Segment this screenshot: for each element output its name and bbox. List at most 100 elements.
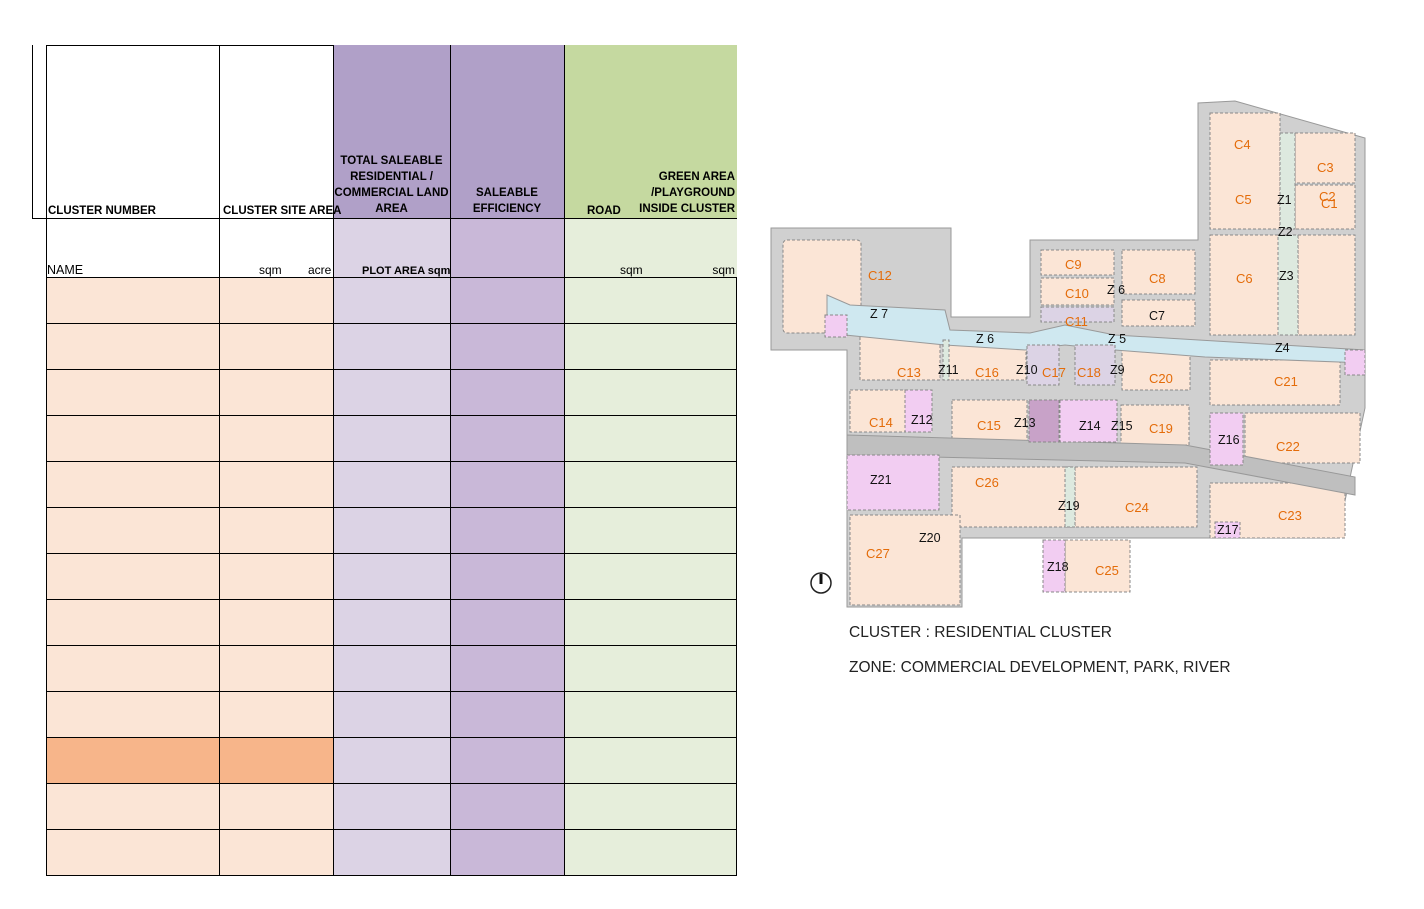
- table-cell-bg: [46, 324, 219, 370]
- table-cell-bg: [450, 554, 564, 600]
- map-label-c9: C9: [1065, 257, 1082, 272]
- map-label-c7: C7: [1149, 309, 1165, 323]
- map-label-c10: C10: [1065, 286, 1089, 301]
- table-row: CLUSTER 11 (Mixed Use)7,3931.837,393100.…: [46, 738, 737, 784]
- table-cell-bg: [333, 278, 450, 324]
- table-cell-bg: [46, 600, 219, 646]
- map-label-c4: C4: [1234, 137, 1251, 152]
- table-cell-bg: [564, 508, 737, 554]
- map-label-c27: C27: [866, 546, 890, 561]
- map-label-z5: Z 5: [1108, 332, 1126, 346]
- row-rule: [46, 645, 737, 646]
- table-row: CLUSTER 910,1342.506,97768.85%2,973184: [46, 646, 737, 692]
- row-rule: [46, 461, 737, 462]
- map-label-c15: C15: [977, 418, 1001, 433]
- map-label-c8-visible: C8: [1149, 271, 1166, 286]
- table-cell-bg: [564, 646, 737, 692]
- table-cell-bg: [450, 324, 564, 370]
- table-cell-bg: [564, 370, 737, 416]
- table-row: CLUSTER 528,2416.9819,18967.95%7,7201,33…: [46, 462, 737, 508]
- row-rule: [46, 369, 737, 370]
- map-label-z6-upper: Z 6: [1107, 283, 1125, 297]
- units-row: NAME sqm acre PLOT AREA sqm sqm sqm: [46, 219, 737, 278]
- table-row: CLUSTER 820,1494.9813,87968.88%5,583687: [46, 600, 737, 646]
- map-label-z16: Z16: [1218, 433, 1240, 447]
- header-total-saleable-line: RESIDENTIAL /: [350, 171, 433, 183]
- table-cell-bg: [450, 600, 564, 646]
- table-cell-bg: [46, 554, 219, 600]
- table-left-rule: [32, 45, 33, 218]
- table-cell-bg: [564, 278, 737, 324]
- table-cell-bg: [450, 738, 564, 784]
- map-label-z20: Z20: [919, 531, 941, 545]
- row-rule: [46, 829, 737, 830]
- commercial-zones: [824, 314, 1366, 593]
- table-cell-bg: [219, 830, 333, 876]
- map-label-z19: Z19: [1058, 499, 1080, 513]
- table-cell-bg: [219, 692, 333, 738]
- map-label-z21: Z21: [870, 473, 892, 487]
- table-cell-bg: [333, 830, 450, 876]
- map-label-z12: Z12: [911, 413, 933, 427]
- header-total-saleable-line: COMMERCIAL LAND: [334, 187, 449, 199]
- row-rule: [46, 323, 737, 324]
- header-saleable-efficiency: SALEABLE EFFICIENCY: [450, 185, 564, 217]
- header-green-line: INSIDE CLUSTER: [639, 203, 735, 215]
- table-cell-bg: [450, 692, 564, 738]
- map-label-c2-visible: C2: [1319, 189, 1336, 204]
- legend-zone: ZONE: COMMERCIAL DEVELOPMENT, PARK, RIVE…: [849, 659, 1231, 676]
- table-cell-bg: [46, 784, 219, 830]
- map-label-c20: C20: [1149, 371, 1173, 386]
- units-name: NAME: [47, 263, 84, 277]
- table-row: CLUSTER 1322,5105.5615,51868.94%5,5851,4…: [46, 830, 737, 876]
- site-plan-map: C1 C2 C2 C3 C4 C5 C6 C8 C8 C9 C10 C11 C1…: [770, 100, 1366, 608]
- row-rule: [46, 553, 737, 554]
- table-row: CLUSTER 314,0433.476,78648.32%3,5293,728: [46, 370, 737, 416]
- header-total-saleable: TOTAL SALEABLE RESIDENTIAL / COMMERCIAL …: [333, 153, 450, 217]
- table-cell-bg: [46, 370, 219, 416]
- table-cell-bg: [333, 416, 450, 462]
- map-label-z17: Z17: [1217, 523, 1239, 537]
- map-label-z9: Z9: [1110, 363, 1125, 377]
- map-label-c19: C19: [1149, 421, 1173, 436]
- table-cell-bg: [46, 416, 219, 462]
- header-rule: [32, 218, 737, 219]
- table-cell-bg: [46, 738, 219, 784]
- mixed-use-zones: [1026, 306, 1116, 443]
- map-label-z11: Z11: [938, 363, 959, 377]
- map-label-z7: Z 7: [870, 307, 888, 321]
- units-road-sqm: sqm: [620, 263, 643, 277]
- table-cell-bg: [219, 554, 333, 600]
- header-total-saleable-line: TOTAL SALEABLE: [340, 155, 443, 167]
- table-cell-bg: [564, 784, 737, 830]
- table-cell-bg: [450, 646, 564, 692]
- row-rule: [46, 737, 737, 738]
- table-row: CLUSTER 418,2434.518,25445.24%5,3824,607: [46, 416, 737, 462]
- map-label-z2: Z2: [1278, 225, 1293, 239]
- table-cell-bg: [450, 416, 564, 462]
- header-green-area: GREEN AREA /PLAYGROUND INSIDE CLUSTER: [639, 169, 735, 217]
- table-cell-bg: [46, 278, 219, 324]
- table-cell-bg: [46, 692, 219, 738]
- map-label-c23: C23: [1278, 508, 1302, 523]
- map-label-z4: Z4: [1275, 341, 1290, 355]
- table-cell-bg: [46, 830, 219, 876]
- table-cell-bg: [333, 692, 450, 738]
- table-cell-bg: [219, 324, 333, 370]
- table-cell-bg: [219, 646, 333, 692]
- map-label-z10: Z10: [1016, 363, 1038, 377]
- table-cell-bg: [219, 600, 333, 646]
- table-cell-bg: [564, 600, 737, 646]
- header-road: ROAD: [587, 205, 621, 217]
- map-label-c24: C24: [1125, 500, 1149, 515]
- map-label-z18: Z18: [1047, 560, 1069, 574]
- table-cell-bg: [333, 646, 450, 692]
- table-cell-bg: [333, 462, 450, 508]
- table-cell-bg: [564, 692, 737, 738]
- map-label-z1: Z1: [1277, 193, 1292, 207]
- map-label-c16: C16: [975, 365, 999, 380]
- table-cell-bg: [219, 416, 333, 462]
- table-cell-bg: [219, 278, 333, 324]
- table-cell-bg: [219, 508, 333, 554]
- north-arrow-icon: [810, 572, 832, 594]
